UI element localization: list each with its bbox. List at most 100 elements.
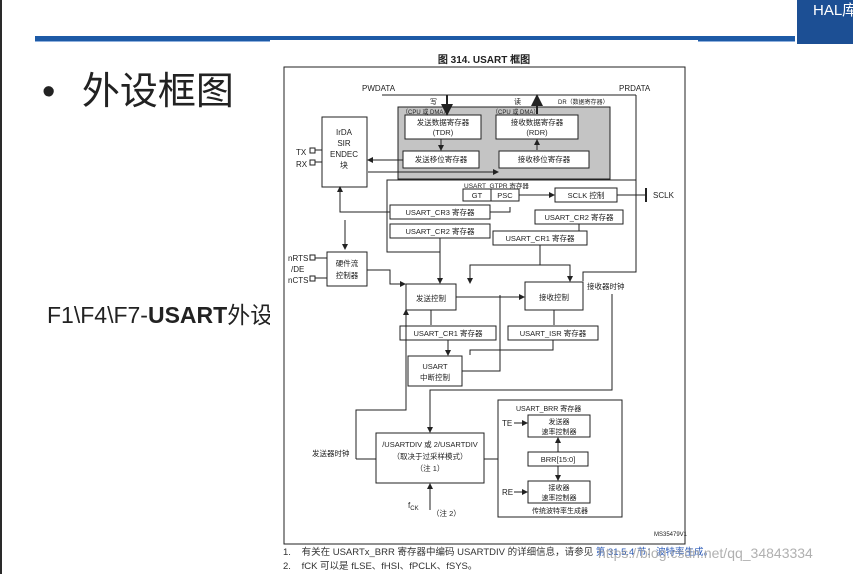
irq-feedback-wire: [462, 295, 501, 372]
hw-flow-box: [326, 251, 368, 287]
irda-line3: ENDEC: [330, 150, 358, 159]
te-label: TE: [502, 419, 512, 428]
read-label: 读: [514, 97, 521, 106]
irq-line2: 中断控制: [420, 372, 450, 382]
sclk-pin-label: SCLK: [653, 191, 675, 200]
irq-line1: USART: [422, 362, 448, 371]
nrts-pin: [309, 254, 316, 261]
hw-flow-line2: 控制器: [336, 270, 359, 280]
cr3-to-irda-wire: [337, 186, 390, 213]
usart-diagram-svg: 图 314. USART 框图 PWDATA PRDATA 写 读 DR（数据寄…: [283, 53, 688, 545]
cpu-dma-label-2: （CPU 或 DMA）: [492, 108, 539, 116]
side-label: F1\F4\F7-USART外设: [47, 296, 273, 330]
cr1-label-b: USART_CR1 寄存器: [413, 328, 483, 338]
tdr-box: [404, 114, 482, 140]
ref-code: MS35479V1: [654, 532, 688, 538]
brand-logo: HAL库 视频教: [797, 0, 853, 44]
rx-shift-box: [498, 150, 590, 169]
cpu-dma-label-1: （CPU 或 DMA）: [402, 108, 449, 116]
rx-control-box: [524, 281, 584, 311]
footnote-2-f: f: [301, 561, 305, 572]
usart-block-diagram: 图 314. USART 框图 PWDATA PRDATA 写 读 DR（数据寄…: [270, 40, 698, 574]
brr-bits-label: BRR[15:0]: [541, 455, 576, 464]
footnote-1-text: 有关在 USARTx_BRR 寄存器中编码 USARTDIV 的详细信息，请参见: [301, 547, 594, 558]
fck-f: f: [408, 501, 411, 510]
tx-clock-label: 发送器时钟: [312, 448, 350, 458]
slide-top-bar: [0, 0, 853, 40]
footnote-1: 1. 有关在 USARTx_BRR 寄存器中编码 USARTDIV 的详细信息，…: [283, 546, 843, 560]
cr3-wire: [490, 207, 511, 213]
rdr-line1: 接收数据寄存器: [511, 117, 564, 127]
left-edge-line: [0, 0, 2, 574]
cr2-label-a: USART_CR2 寄存器: [405, 226, 475, 236]
hw-flow-line1: 硬件流: [336, 258, 359, 268]
bullet-dot: •: [42, 71, 56, 113]
sclk-to-rx-wire: [582, 180, 637, 281]
nrts-label: nRTS: [288, 254, 308, 263]
irda-box: [321, 116, 368, 188]
tdr-line2: (TDR): [433, 128, 454, 137]
footnote-2-num: 2.: [283, 561, 291, 572]
dr-label: DR（数据寄存器）: [558, 98, 609, 106]
prdata-label: PRDATA: [619, 84, 651, 93]
gtpr-label: USART_GTPR 寄存器: [464, 181, 529, 190]
tx-clock-to-tx-wire: [355, 309, 409, 459]
slide-heading: • 外设框图: [42, 60, 234, 115]
note2-label: （注 2）: [432, 508, 461, 518]
footnote-2: 2. fCK 可以是 fLSE、fHSI、fPCLK、fSYS。: [283, 560, 843, 574]
side-label-prefix: F1\F4\F7-: [47, 302, 148, 328]
rx-rate-box: [527, 480, 591, 504]
tx-rate-line1: 发送器: [549, 417, 570, 426]
side-label-bold: USART: [147, 302, 228, 328]
footnote-1-link[interactable]: 第 31.5.4 节：波特率生成。: [595, 547, 713, 558]
tx-control-label: 发送控制: [416, 293, 446, 303]
psc-label: PSC: [497, 191, 513, 200]
usartdiv-line2: （取决于过采样模式）: [393, 451, 468, 461]
pwdata-label: PWDATA: [362, 84, 396, 93]
tx-pin: [309, 147, 316, 154]
rx-clock-wire: [583, 294, 613, 391]
brr-title: USART_BRR 寄存器: [516, 404, 581, 413]
figure-frame: [283, 66, 686, 545]
rdr-line2: (RDR): [526, 128, 548, 137]
tdr-line1: 发送数据寄存器: [417, 117, 470, 127]
rx-pin-label: RX: [296, 160, 308, 169]
hwflow-to-tx-wire: [367, 269, 406, 287]
tx-rate-line2: 速率控制器: [542, 427, 577, 436]
irq-box: [407, 355, 463, 387]
ncts-pin: [309, 275, 316, 282]
header-rule: [35, 36, 795, 41]
irda-line2: SIR: [337, 139, 351, 148]
gt-label: GT: [472, 191, 483, 200]
footnote-2-text: CK 可以是 fLSE、fHSI、fPCLK、fSYS。: [304, 561, 478, 572]
tx-pin-label: TX: [296, 148, 307, 157]
isr-to-irq-wire: [469, 340, 554, 355]
cr1-label-a: USART_CR1 寄存器: [505, 233, 575, 243]
footnotes: 1. 有关在 USARTx_BRR 寄存器中编码 USARTDIV 的详细信息，…: [283, 546, 843, 574]
bus-loop-wire: [386, 95, 637, 253]
figure-title: 图 314. USART 框图: [438, 53, 530, 66]
slide-heading-text: 外设框图: [81, 71, 234, 113]
cr1-to-rx-wire: [540, 264, 573, 282]
isr-label: USART_ISR 寄存器: [520, 328, 587, 338]
usartdiv-line1: /USARTDIV 或 2/USARTDIV: [382, 439, 478, 449]
rx-rate-line2: 速率控制器: [542, 493, 577, 502]
rx-pin: [309, 159, 316, 166]
rx-shift-label: 接收移位寄存器: [518, 154, 571, 164]
rx-rate-line1: 接收器: [549, 483, 570, 492]
irda-line1: IrDA: [336, 128, 353, 137]
watermark: https://blog.csdn.net/qq_34843334: [598, 545, 813, 561]
re-label: RE: [502, 488, 513, 497]
cr2-label-b: USART_CR2 寄存器: [544, 212, 614, 222]
tx-control-box: [405, 283, 457, 311]
cr1-to-tx-wire: [467, 245, 541, 284]
usartdiv-box: [375, 432, 485, 484]
usartdiv-line3: （注 1）: [416, 463, 445, 473]
write-label: 写: [430, 98, 437, 106]
cr3-label: USART_CR3 寄存器: [405, 207, 475, 217]
div-feed-wire: [427, 389, 583, 433]
rx-clock-label: 接收器时钟: [587, 281, 625, 291]
de-label: /DE: [291, 265, 304, 274]
irda-line4: 块: [340, 160, 348, 170]
fck-label: fCK: [408, 501, 419, 512]
